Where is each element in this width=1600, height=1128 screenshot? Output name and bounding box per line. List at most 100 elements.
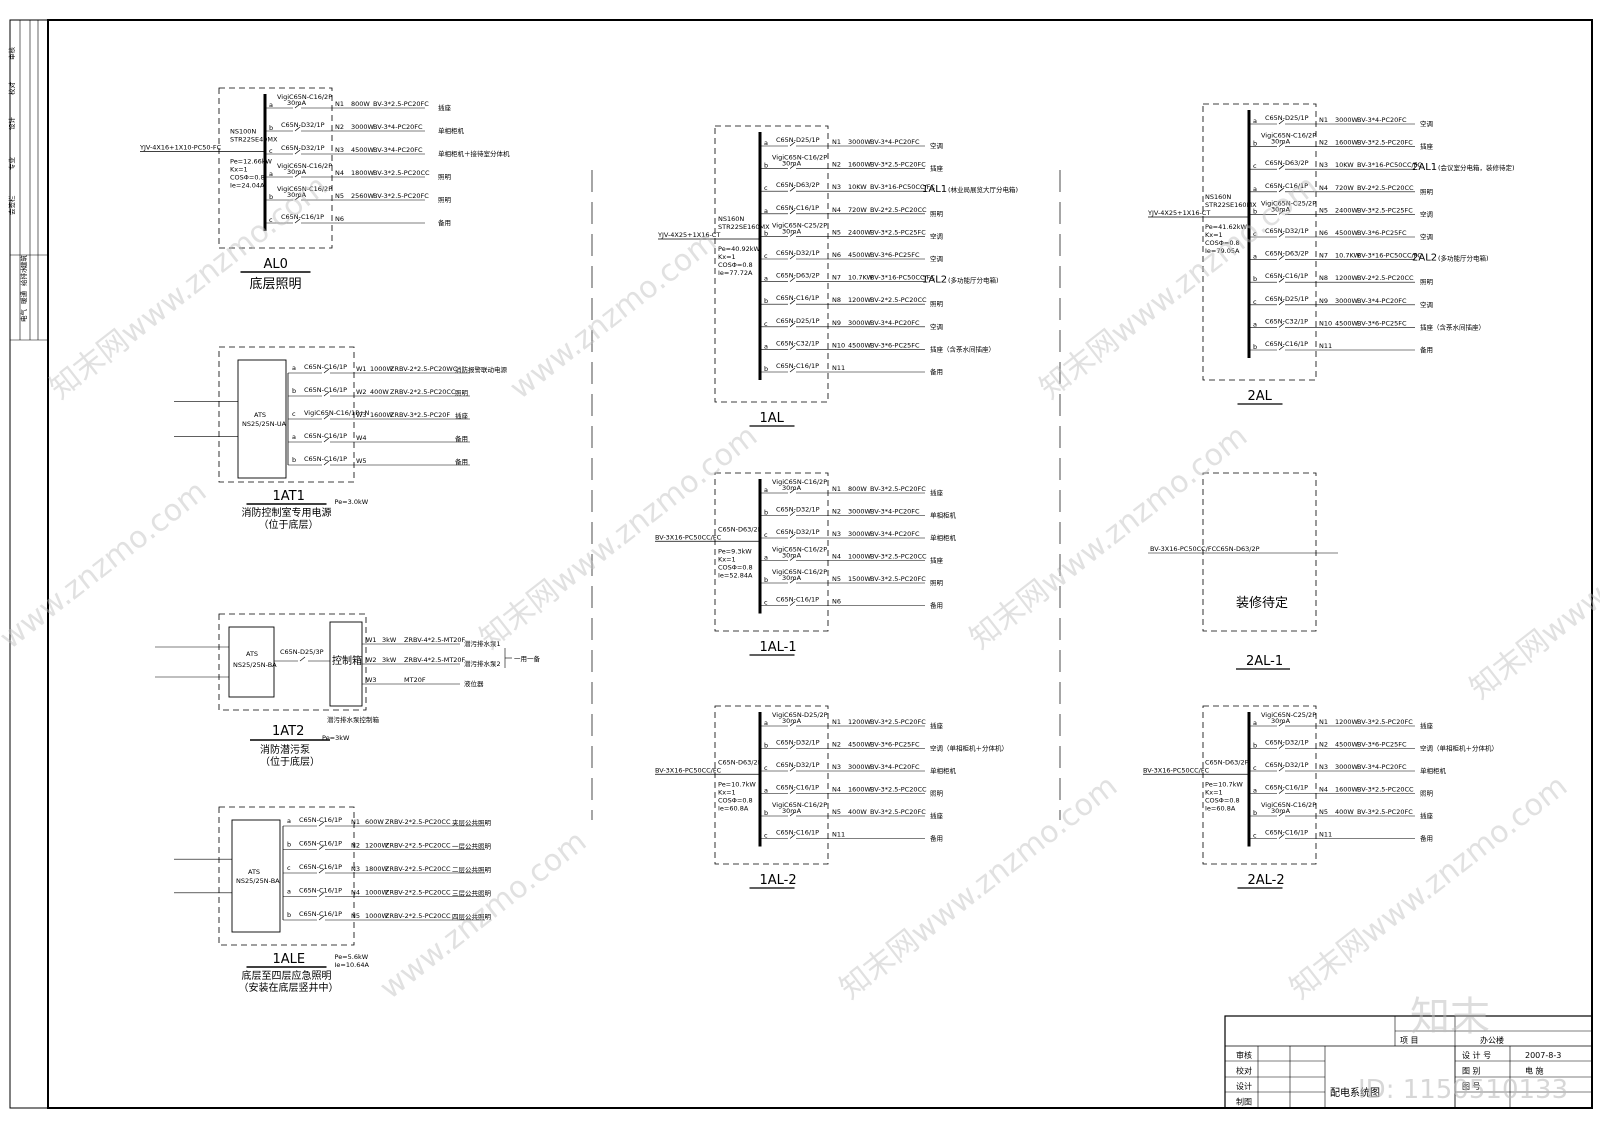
branch-breaker: VigiC65N-C16/2P: [277, 162, 332, 170]
circuit-cable: BV-3*6-PC25FC: [1357, 319, 1407, 327]
breaker-symbol: [1278, 834, 1285, 839]
panel-pe: Pe=3.0kW: [335, 498, 369, 506]
branch-breaker: C65N-C16/1P: [304, 386, 347, 394]
breaker-symbol: [1278, 164, 1285, 170]
circuit-cable: BV-3*2.5-PC20CC: [870, 786, 927, 794]
panel-param: Pe=10.7kW: [1205, 780, 1243, 788]
circuit-number: N5: [832, 808, 841, 816]
control-box-label: 控制箱: [332, 654, 362, 667]
breaker-symbol: [1278, 119, 1285, 125]
panel-param: Ie=24.04A: [230, 182, 265, 190]
branch-breaker: C65N-C16/1P: [304, 432, 347, 440]
circuit-use: 潜污排水泵1: [464, 639, 501, 648]
circuit-number: N4: [335, 169, 344, 177]
circuit-power: 1800W: [351, 169, 375, 177]
circuit-use: 照明: [455, 389, 469, 397]
circuit-use: 液位器: [464, 679, 484, 688]
circuit-cable: BV-3*4-PC20FC: [870, 138, 920, 146]
sub-panel-ref: 2AL1: [1412, 162, 1437, 173]
feeder-cable-label: BV-3X16-PC50CC/FC: [655, 766, 722, 774]
circuit-cable: BV-3*6-PC25FC: [870, 341, 920, 349]
rcd-rating: 30mA: [1271, 138, 1291, 146]
circuit-number: N4: [832, 786, 841, 794]
breaker-symbol: [789, 578, 796, 584]
panel-enclosure: [218, 613, 367, 711]
circuit-use: 单相柜机: [930, 766, 957, 775]
circuit-power: 400W: [1335, 808, 1354, 816]
phase-label: b: [764, 742, 768, 750]
phase-label: a: [1253, 320, 1257, 328]
panel-enclosure: [218, 87, 333, 249]
circuit-power: 3kW: [382, 656, 397, 664]
circuit-number: N1: [1319, 718, 1328, 726]
panel-2al: YJV-4X25+1X16-CTNS160NSTR22SE160MXPe=41.…: [1147, 103, 1515, 405]
circuit-number: N5: [1319, 808, 1328, 816]
phase-label: a: [1253, 719, 1257, 727]
breaker-symbol: [323, 391, 330, 397]
circuit-number: N6: [832, 251, 841, 259]
circuit-number: N6: [335, 215, 344, 223]
circuit-power: 2400W: [1335, 206, 1359, 214]
duty-note: 一用一备: [514, 654, 541, 663]
branch-breaker: VigiC65N-C16/2P: [772, 154, 827, 162]
circuit-cable: BV-3*4-PC20FC: [1357, 763, 1407, 771]
circuit-power: 10KW: [1335, 161, 1354, 169]
phase-label: a: [287, 888, 291, 896]
column-separators: [591, 170, 1061, 820]
circuit-cable: ZRBV-4*2.5-MT20F: [404, 636, 466, 644]
phase-label: c: [764, 531, 768, 539]
circuit-cable: BV-3*16-PC50CC/FC: [870, 274, 935, 282]
phase-label: b: [764, 509, 768, 517]
circuit-cable: BV-3*2.5-PC20FC: [870, 808, 926, 816]
panel-title: 1AL-1: [760, 640, 797, 655]
phase-label: c: [764, 252, 768, 260]
breaker-symbol: [294, 103, 301, 109]
phase-label: b: [269, 193, 273, 201]
feeder-cable-label: BV-3X16-PC50CC/FC: [1143, 766, 1210, 774]
panel-enclosure: [1202, 103, 1317, 381]
branch-breaker: C65N-D32/1P: [776, 761, 820, 769]
branch-breaker: C65N-C16/1P: [304, 363, 347, 371]
circuit-power: 1200W: [1335, 274, 1359, 282]
circuit-number: N11: [1319, 342, 1332, 350]
circuit-power: 3000W: [1335, 763, 1359, 771]
circuit-number: W2: [356, 388, 367, 396]
breaker-symbol: [1278, 766, 1285, 772]
feeder-cable-label: BV-3X16-PC50CC/FC: [1150, 545, 1217, 553]
circuit-cable: BV-3*2.5-PC20FC: [1357, 808, 1413, 816]
branch-breaker: C65N-D32/1P: [281, 121, 325, 129]
circuit-number: N3: [832, 530, 841, 538]
circuit-use: 单相柜机: [930, 533, 957, 542]
panel-param: Pe=40.92kW: [718, 245, 761, 253]
branch-breaker: C65N-C16/1P: [776, 784, 819, 792]
branch-breaker: VigiC65N-C16/2P: [277, 185, 332, 193]
phase-label: b: [764, 365, 768, 373]
circuit-use: (会议室分电箱，装修待定): [1438, 163, 1515, 172]
branch-breaker: C65N-C16/1P: [281, 213, 324, 221]
ats-label: ATS: [248, 868, 260, 876]
circuit-use: 空调: [1420, 119, 1433, 128]
circuit-use: 备用: [1420, 834, 1433, 843]
circuit-number: N3: [335, 146, 344, 154]
ats-switch-box: [237, 359, 287, 479]
circuit-power: 1600W: [370, 411, 394, 419]
circuit-number: N2: [1319, 741, 1328, 749]
circuit-number: N4: [351, 889, 360, 897]
circuit-cable: BV-3*2.5-PC20CC: [870, 553, 927, 561]
main-breaker-label: C65N-D63/2P: [1205, 758, 1249, 766]
circuit-number: N4: [1319, 184, 1328, 192]
circuit-cable: BV-3*2.5-PC25FC: [1357, 206, 1413, 214]
breaker-symbol: [789, 811, 796, 817]
breaker-symbol: [789, 766, 796, 772]
circuit-number: N2: [832, 508, 841, 516]
circuit-use: 单相柜机: [438, 126, 465, 135]
circuit-use: 照明: [1420, 188, 1434, 196]
circuit-number: N1: [351, 818, 360, 826]
circuit-cable: BV-3*2.5-PC20CC: [373, 169, 430, 177]
phase-label: a: [764, 719, 768, 727]
circuit-use: 空调: [1420, 209, 1433, 218]
breaker-symbol: [1278, 300, 1285, 306]
main-breaker-label: C65N-D63/2P: [718, 758, 762, 766]
breaker-symbol: [294, 149, 301, 155]
